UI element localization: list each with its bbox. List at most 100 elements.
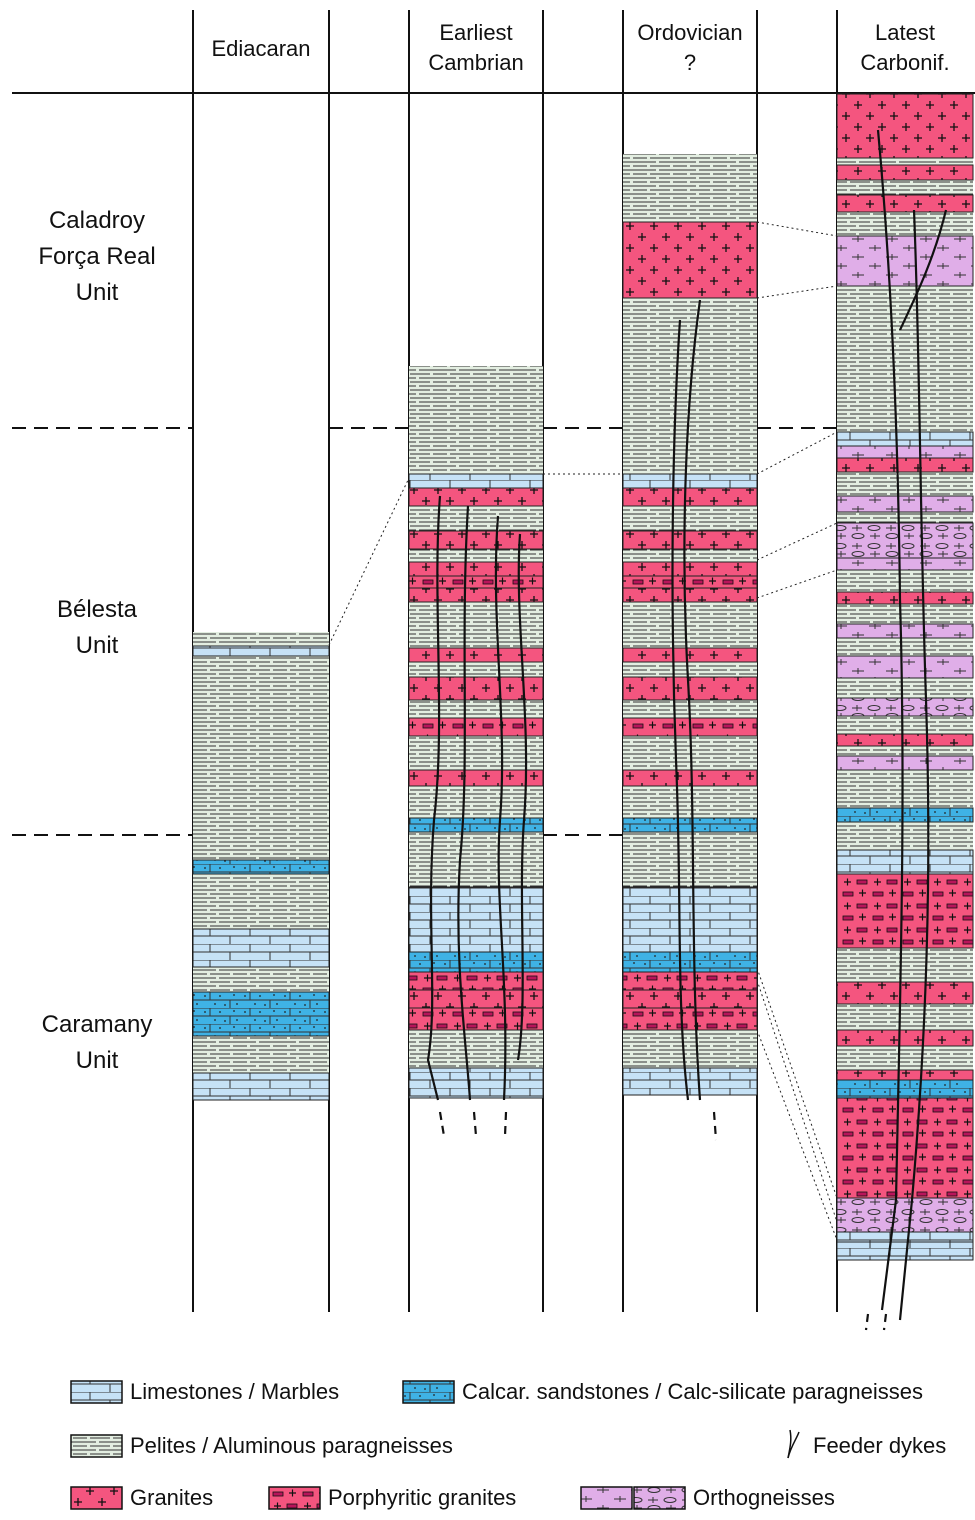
unit-boundaries xyxy=(12,427,837,836)
granite-layer xyxy=(408,530,544,550)
feeder-dyke-extension xyxy=(864,1313,870,1331)
orthogneiss-layer xyxy=(836,557,974,571)
orthogneiss-layer xyxy=(836,655,974,679)
calc-sandstone-layer xyxy=(836,1079,974,1099)
granite-layer xyxy=(408,647,544,663)
granite-layer xyxy=(836,981,974,1005)
granite-layer xyxy=(408,587,544,603)
granite-layer xyxy=(408,561,544,577)
feeder-dyke-extension xyxy=(503,1111,508,1137)
porphyritic-granite-layer xyxy=(622,575,758,589)
legend-orthogneisses-label: Orthogneisses xyxy=(693,1485,835,1510)
feeder-dyke-icon xyxy=(787,1429,800,1459)
legend-calc-swatch xyxy=(402,1380,455,1404)
limestone-layer xyxy=(408,1067,544,1099)
porphyritic-granite-layer xyxy=(836,1097,974,1199)
granite-layer xyxy=(622,989,758,1009)
granite-layer xyxy=(622,647,758,663)
calc-sandstone-layer xyxy=(622,817,758,833)
feeder-dyke xyxy=(516,533,528,1061)
granite-layer xyxy=(836,733,974,747)
orthogneiss-layer xyxy=(836,755,974,771)
legend-orthogneiss-swatch-1 xyxy=(580,1486,633,1510)
porphyritic-granite-layer xyxy=(622,1007,758,1031)
calc-sandstone-layer xyxy=(836,807,974,823)
unit-label-line: Bélesta xyxy=(56,596,138,623)
unit-label-caramany: Caramany Unit xyxy=(12,1007,182,1079)
feeder-dyke-extension xyxy=(438,1111,446,1137)
calc-sandstone-layer xyxy=(192,859,330,875)
feeder-dyke-extension xyxy=(472,1111,478,1137)
granite-layer xyxy=(408,487,544,507)
orthogneiss-layer xyxy=(836,697,974,717)
orthogneiss-layer xyxy=(836,235,974,287)
column-header-ordovician: Ordovician ? xyxy=(623,18,757,78)
column-header-earliest-cambrian: Earliest Cambrian xyxy=(409,18,543,78)
feeder-dyke-extension xyxy=(712,1111,718,1141)
granite-layer xyxy=(836,93,974,159)
legend-feeder-dykes-label: Feeder dykes xyxy=(813,1433,947,1458)
granite-layer xyxy=(622,561,758,577)
legend-pelite-swatch xyxy=(70,1434,123,1458)
feeder-dyke xyxy=(899,209,948,331)
orthogneiss-layer xyxy=(836,495,974,513)
feeder-dyke xyxy=(671,319,690,1101)
granite-layer xyxy=(622,530,758,550)
orthogneiss-layer xyxy=(836,522,974,559)
limestone-layer xyxy=(836,431,974,447)
legend-porphyritic-swatch xyxy=(268,1486,321,1510)
feeder-dyke xyxy=(426,495,442,1101)
unit-label-line: Unit xyxy=(75,632,119,659)
legend-porphyritic-label: Porphyritic granites xyxy=(328,1485,517,1510)
granite-layer xyxy=(836,194,974,213)
limestone-layer xyxy=(836,1241,974,1261)
feeder-dyke xyxy=(683,299,702,1101)
legend-swatches xyxy=(70,1380,686,1510)
column-header-line: Carbonif. xyxy=(860,50,950,75)
legend-granites-label: Granites xyxy=(130,1485,214,1510)
unit-label-line: Caladroy xyxy=(48,207,146,234)
limestone-layer xyxy=(622,1067,758,1096)
limestone-layer xyxy=(622,886,758,953)
feeder-dyke-group xyxy=(426,129,948,1331)
granite-layer xyxy=(408,676,544,701)
legend-limestones-label: Limestones / Marbles xyxy=(130,1379,340,1404)
limestone-layer xyxy=(192,928,330,968)
feeder-dyke xyxy=(457,505,472,1101)
granite-layer xyxy=(622,221,758,299)
legend-limestone-swatch xyxy=(70,1380,123,1404)
column-header-line: Ediacaran xyxy=(211,36,311,61)
porphyritic-granite-layer xyxy=(408,575,544,589)
limestone-layer xyxy=(836,849,974,875)
granite-layer xyxy=(622,587,758,603)
unit-label-line: Unit xyxy=(75,279,119,306)
unit-label-belesta: Bélesta Unit xyxy=(12,592,182,664)
granite-layer xyxy=(836,1029,974,1047)
granite-layer xyxy=(408,769,544,787)
orthogneiss-layer xyxy=(836,623,974,639)
limestone-layer xyxy=(192,645,330,657)
calc-sandstone-layer xyxy=(192,991,330,1037)
legend-pelites-label: Pelites / Aluminous paragneisses xyxy=(130,1433,453,1458)
feeder-dyke xyxy=(494,515,507,1101)
porphyritic-granite-layer xyxy=(622,971,758,991)
feeder-dyke xyxy=(876,129,904,1311)
unit-label-line: Força Real xyxy=(38,243,156,270)
feeder-dyke xyxy=(898,209,930,1321)
layer-group xyxy=(192,93,974,1261)
granite-layer xyxy=(622,676,758,701)
calc-sandstone-layer xyxy=(408,817,544,833)
granite-layer xyxy=(836,591,974,605)
unit-label-line: Unit xyxy=(75,1047,119,1074)
column-header-ediacaran: Ediacaran xyxy=(193,34,329,64)
correlation-lines xyxy=(328,221,838,1241)
column-header-latest-carbonif: Latest Carbonif. xyxy=(837,18,973,78)
column-header-line: ? xyxy=(683,50,697,75)
limestone-layer xyxy=(192,1072,330,1101)
porphyritic-granite-layer xyxy=(408,1007,544,1031)
legend-calc-sandstones-label: Calcar. sandstones / Calc-silicate parag… xyxy=(462,1379,924,1404)
unit-label-line: Caramany xyxy=(41,1011,153,1038)
column-header-line: Cambrian xyxy=(428,50,524,75)
granite-layer xyxy=(836,164,974,181)
